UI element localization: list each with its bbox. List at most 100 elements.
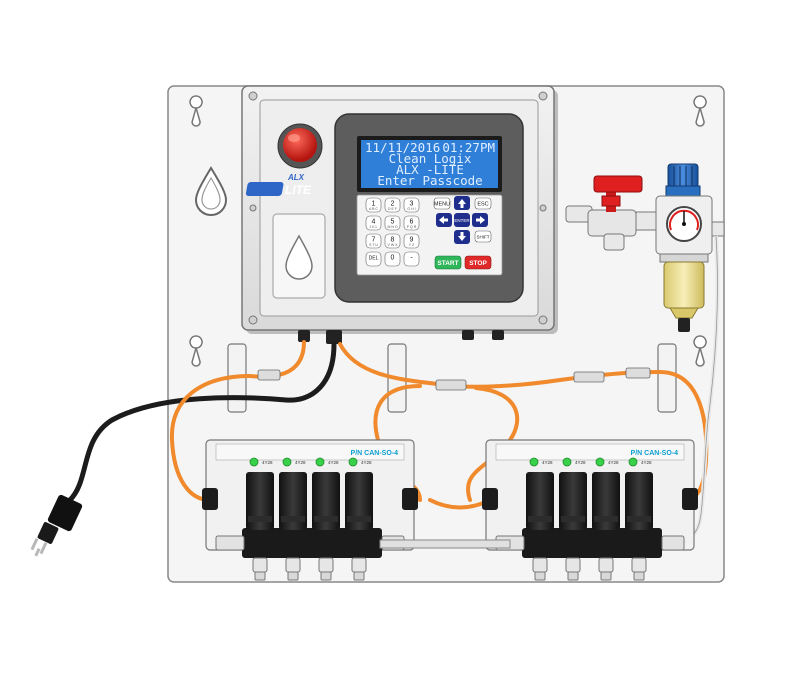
- regulator-side-port: [711, 221, 725, 237]
- water-drop-icon: [285, 234, 313, 280]
- solenoid-valve: 4Y28: [559, 457, 587, 581]
- solenoid-collar: [281, 516, 305, 522]
- keypad-key-cap[interactable]: [384, 197, 401, 213]
- keypad-key-cap[interactable]: [384, 233, 401, 249]
- keypad-key-2[interactable]: 2D E F: [384, 197, 401, 213]
- gauge-hub: [682, 222, 686, 226]
- valve-label: 4Y28: [361, 460, 372, 465]
- bulkhead-connector-right: [682, 488, 698, 510]
- arrow-down-icon: [458, 232, 466, 241]
- keypad-key-cap[interactable]: [403, 215, 420, 231]
- filter-drain: [678, 318, 690, 332]
- keypad-key-del[interactable]: DEL: [365, 251, 382, 267]
- regulator-knob-ribs: [673, 166, 693, 186]
- mounting-hole-icon: [189, 95, 203, 127]
- keypad-key-cap[interactable]: [365, 197, 382, 213]
- valve-handle[interactable]: [593, 175, 643, 193]
- alx-lite-logo: ALX LITE: [245, 173, 312, 197]
- keypad-key-1[interactable]: 1A B C: [365, 197, 382, 213]
- outlet-fitting-tip: [600, 571, 612, 581]
- keypad-key--[interactable]: -: [403, 251, 420, 267]
- esc-key[interactable]: [474, 197, 492, 210]
- solenoid-coil: [526, 472, 554, 530]
- keypad-key-label: 9: [410, 237, 414, 244]
- keypad-key-sublabel: P Q R: [407, 225, 417, 229]
- outlet-fitting: [532, 557, 548, 573]
- water-drop-icon: [194, 166, 228, 216]
- keypad-key-cap[interactable]: [365, 215, 382, 231]
- keypad-key-5[interactable]: 5M N O: [384, 215, 401, 231]
- regulator-knob[interactable]: [667, 163, 699, 189]
- outlet-fitting: [252, 557, 268, 573]
- keypad-key-8[interactable]: 8V W X: [384, 233, 401, 249]
- keypad-key-6[interactable]: 6P Q R: [403, 215, 420, 231]
- start-button[interactable]: [434, 255, 462, 270]
- manifold-label-strip: [495, 443, 685, 461]
- keypad-key-sublabel: V W X: [388, 243, 399, 247]
- solenoid-valve: 4Y28: [246, 457, 274, 581]
- arrow-left-icon: [439, 216, 448, 224]
- valve-label: 4Y28: [641, 460, 652, 465]
- outlet-fitting: [631, 557, 647, 573]
- keypad-key-cap[interactable]: [403, 251, 420, 267]
- status-led: [628, 457, 638, 467]
- solenoid-coil: [625, 472, 653, 530]
- solenoid-collar: [528, 516, 552, 522]
- numeric-keypad: 1A B C2D E F3G H I4J K L5M N O6P Q R7S T…: [365, 197, 420, 267]
- keypad-key-label: 5: [391, 219, 395, 226]
- enter-key[interactable]: [454, 213, 470, 227]
- outlet-fitting-tip: [254, 571, 266, 581]
- keypad-key-sublabel: G H I: [407, 207, 415, 211]
- filter-bowl-tip: [669, 307, 699, 319]
- keypad-key-label: 8: [391, 237, 395, 244]
- nav-keypad: MENU ESC ENTER SHIFT START STOP: [433, 196, 492, 270]
- manifold-part-number: P/N CAN-SO-4: [631, 450, 679, 457]
- solenoid-coil: [279, 472, 307, 530]
- arrow-up-icon: [458, 199, 466, 208]
- keypad-key-sublabel: D E F: [388, 207, 397, 211]
- keypad-key-label: 1: [372, 201, 376, 208]
- valve-label: 4Y28: [575, 460, 586, 465]
- outlet-fitting: [565, 557, 581, 573]
- keypad-key-3[interactable]: 3G H I: [403, 197, 420, 213]
- keypad-key-label: 7: [372, 237, 376, 244]
- gauge-dial-arc: [669, 209, 699, 231]
- status-led: [315, 457, 325, 467]
- keypad-key-7[interactable]: 7S T U: [365, 233, 382, 249]
- keypad-key-cap[interactable]: [384, 251, 401, 267]
- outlet-fitting-tip: [534, 571, 546, 581]
- solenoid-collar: [314, 516, 338, 522]
- keypad-key-0[interactable]: 0: [384, 251, 401, 267]
- keypad-key-cap[interactable]: [365, 233, 382, 249]
- keypad-key-cap[interactable]: [403, 197, 420, 213]
- menu-key-label: MENU: [434, 202, 450, 208]
- shift-key[interactable]: [474, 230, 492, 243]
- keypad-key-cap[interactable]: [384, 215, 401, 231]
- arrow-right-icon: [476, 216, 485, 224]
- keypad-key-cap[interactable]: [365, 251, 382, 267]
- keypad-key-9[interactable]: 9Y Z: [403, 233, 420, 249]
- keypad-key-4[interactable]: 4J K L: [365, 215, 382, 231]
- status-led: [529, 457, 539, 467]
- valve-to-filter: [635, 211, 657, 231]
- cable-connectors: [257, 367, 651, 391]
- solenoid-coil: [312, 472, 340, 530]
- keypad-key-label: 2: [391, 201, 395, 208]
- manifold-label-strip: [215, 443, 405, 461]
- emergency-stop-button[interactable]: [283, 128, 317, 162]
- bulkhead-connector-right: [402, 488, 418, 510]
- mounting-hole-icon: [189, 335, 203, 367]
- solenoid-valve: 4Y28: [592, 457, 620, 581]
- shift-key-label: SHIFT: [477, 235, 490, 240]
- outlet-fitting-tip: [287, 571, 299, 581]
- valve-label: 4Y28: [262, 460, 273, 465]
- outlet-fitting: [318, 557, 334, 573]
- stop-button[interactable]: [464, 255, 492, 270]
- keypad-key-cap[interactable]: [403, 233, 420, 249]
- keypad-key-label: 3: [410, 201, 414, 208]
- menu-key[interactable]: [433, 197, 451, 210]
- lcd-line-3: ALX -LITE: [396, 162, 464, 177]
- manifold-inlet-fitting: [215, 535, 245, 551]
- estop-highlight: [288, 134, 300, 142]
